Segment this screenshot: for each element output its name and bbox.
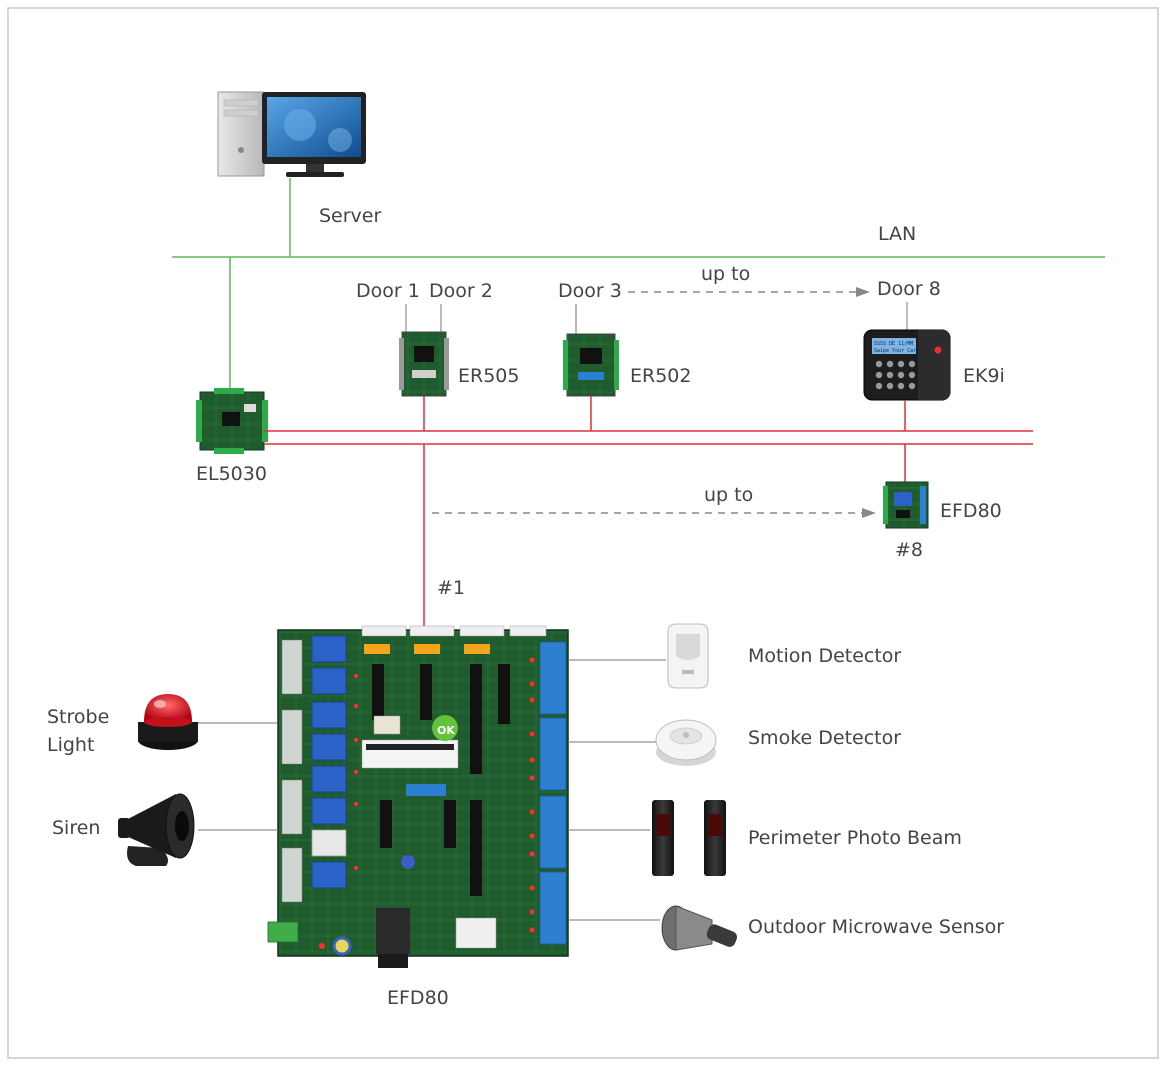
er505-board-icon xyxy=(399,331,449,397)
smoke-detector-label: Smoke Detector xyxy=(748,727,901,749)
efd80-main-label: EFD80 xyxy=(387,987,449,1009)
ek9i-screen-line1: SSSS DE 11/MM xyxy=(874,341,913,347)
efd80-up-to-label: up to xyxy=(704,484,753,506)
microwave-sensor-label: Outdoor Microwave Sensor xyxy=(748,916,1004,938)
el5030-label: EL5030 xyxy=(196,463,267,485)
efd80-small-board-icon xyxy=(883,481,929,529)
door1-label: Door 1 xyxy=(356,280,420,302)
strobe-light-icon xyxy=(138,694,198,750)
motion-detector-icon xyxy=(667,623,709,689)
door3-label: Door 3 xyxy=(558,280,622,302)
er502-label: ER502 xyxy=(630,365,691,387)
siren-label: Siren xyxy=(52,817,100,839)
er505-label: ER505 xyxy=(458,365,519,387)
siren-icon xyxy=(118,793,195,866)
motion-detector-label: Motion Detector xyxy=(748,645,901,667)
ek9i-keypad-icon: SSSS DE 11/MM Swipe Your Card xyxy=(863,329,951,401)
server-computer-icon xyxy=(217,91,366,177)
er502-board-icon xyxy=(563,333,619,397)
microwave-sensor-icon xyxy=(661,905,738,951)
door8-label: Door 8 xyxy=(877,278,941,300)
photo-beam-label: Perimeter Photo Beam xyxy=(748,827,962,849)
outer-frame xyxy=(7,7,1159,1059)
strobe-label-line1: Strobe xyxy=(47,706,109,728)
strobe-label-line2: Light xyxy=(47,734,94,756)
lan-label: LAN xyxy=(878,223,916,245)
server-label: Server xyxy=(319,205,381,227)
efd80-number-1-label: #1 xyxy=(437,577,465,599)
el5030-board-icon xyxy=(196,388,268,454)
ek9i-screen-line2: Swipe Your Card xyxy=(874,348,919,354)
efd80-main-board-icon: OK xyxy=(267,625,569,968)
photo-beam-icon xyxy=(652,800,726,876)
door-up-to-label: up to xyxy=(701,263,750,285)
door-range-arrowhead xyxy=(856,287,870,297)
board-ok-sticker: OK xyxy=(437,724,455,737)
efd80-small-label: EFD80 xyxy=(940,500,1002,522)
door2-label: Door 2 xyxy=(429,280,493,302)
ek9i-label: EK9i xyxy=(963,365,1005,387)
smoke-detector-icon xyxy=(655,719,717,766)
efd80-number-8-label: #8 xyxy=(895,539,923,561)
efd80-range-arrowhead xyxy=(862,508,876,518)
